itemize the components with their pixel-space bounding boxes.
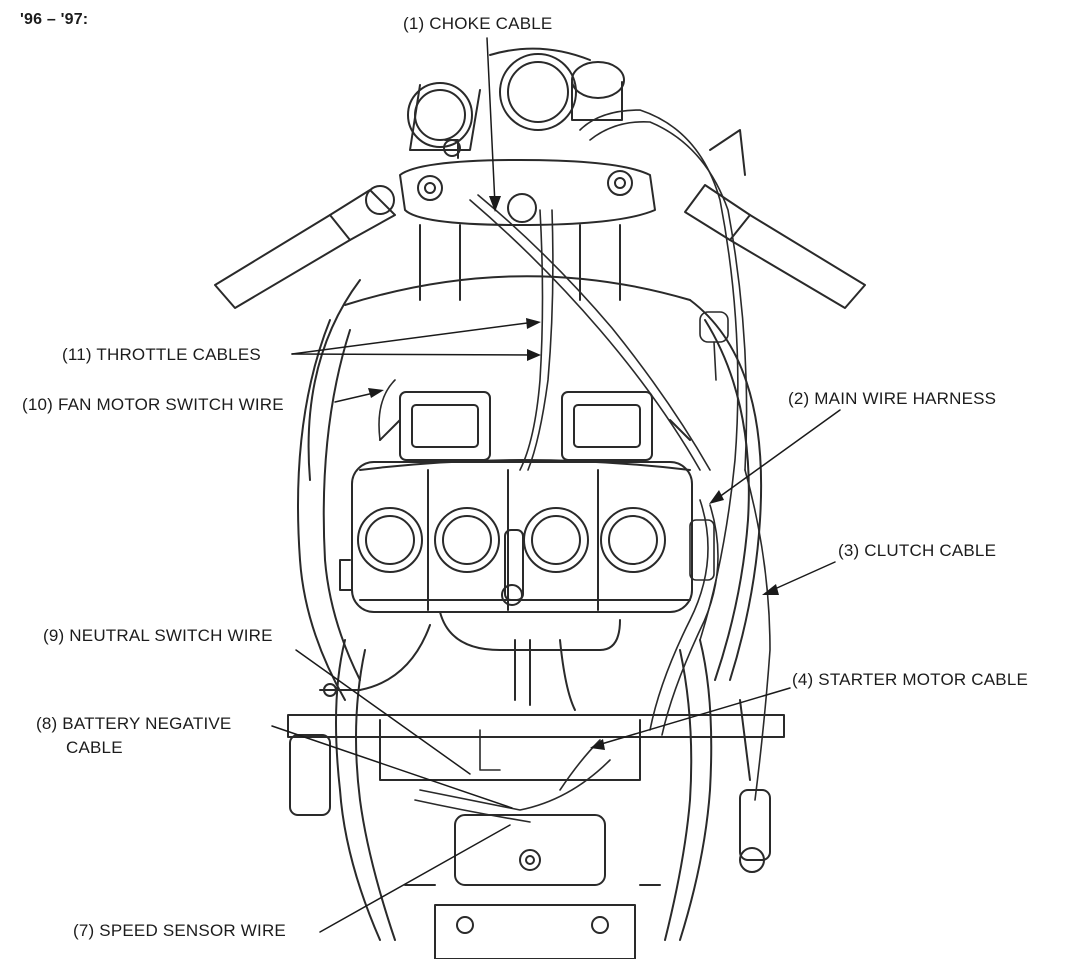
- leader-lines: [271, 37, 841, 933]
- leader-speed-sensor-wire: [319, 824, 511, 933]
- left-handlebar: [214, 185, 396, 309]
- frame-outline: [297, 275, 763, 701]
- leader-throttle-cable-lower: [291, 353, 536, 356]
- callout-battery-negative-cable-line1: (8) BATTERY NEGATIVE: [36, 714, 232, 733]
- triple-clamp: [399, 139, 656, 301]
- model-years-label: '96 – '97:: [20, 11, 89, 28]
- leader-battery-negative-cable: [271, 725, 513, 809]
- arrow-clutch-cable: [762, 584, 779, 595]
- arrow-fan-motor-switch-wire: [368, 388, 384, 398]
- callout-speed-sensor-wire: (7) SPEED SENSOR WIRE: [73, 921, 286, 940]
- leader-throttle-cable-upper: [291, 321, 536, 355]
- arrow-choke-cable: [489, 196, 501, 212]
- lower-hoses: [359, 611, 621, 711]
- lower-frame: [287, 639, 785, 959]
- cable-runs: [378, 109, 771, 823]
- leader-choke-cable: [486, 37, 496, 206]
- arrow-throttle-upper: [526, 318, 541, 329]
- carburetor-bank: [339, 459, 693, 613]
- right-handlebar: [684, 129, 866, 309]
- carburetor-top-covers: [379, 391, 691, 461]
- leader-neutral-switch-wire: [295, 649, 471, 775]
- callout-fan-motor-switch-wire: (10) FAN MOTOR SWITCH WIRE: [22, 395, 284, 414]
- arrow-starter-motor-cable: [590, 739, 605, 750]
- callout-neutral-switch-wire: (9) NEUTRAL SWITCH WIRE: [43, 626, 273, 645]
- arrowheads: [368, 196, 779, 750]
- callout-choke-cable: (1) CHOKE CABLE: [403, 14, 553, 33]
- side-components: [289, 683, 771, 873]
- instrument-cluster: [407, 47, 625, 151]
- arrow-main-wire-harness: [709, 490, 724, 504]
- leader-clutch-cable: [767, 561, 836, 593]
- leader-starter-motor-cable: [597, 687, 791, 746]
- callout-battery-negative-cable-line2: CABLE: [66, 738, 123, 757]
- leader-main-wire-harness: [714, 409, 841, 501]
- callout-starter-motor-cable: (4) STARTER MOTOR CABLE: [792, 670, 1029, 689]
- arrow-throttle-lower: [527, 349, 541, 361]
- callout-main-wire-harness: (2) MAIN WIRE HARNESS: [788, 389, 997, 408]
- callout-clutch-cable: (3) CLUTCH CABLE: [838, 541, 997, 560]
- callout-throttle-cables: (11) THROTTLE CABLES: [62, 345, 261, 364]
